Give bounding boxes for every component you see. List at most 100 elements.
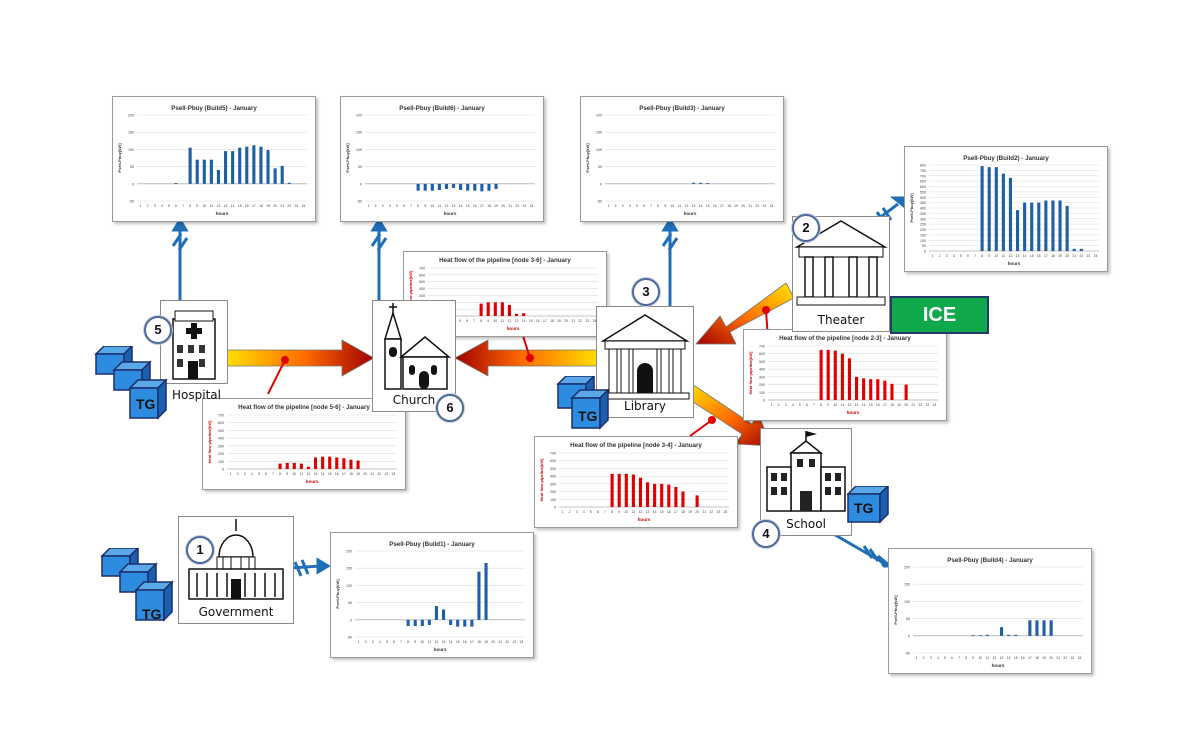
pointer-pipe56 [267, 359, 286, 395]
x-tick-label: 13 [692, 204, 696, 208]
x-tick-label: 10 [430, 204, 434, 208]
x-tick-label: 4 [251, 472, 253, 476]
pointer-dot-pipe56 [281, 356, 289, 364]
x-tick-label: 16 [876, 403, 880, 407]
x-tick-label: 15 [706, 204, 710, 208]
x-tick-label: 4 [379, 640, 381, 644]
y-tick-label: 400 [759, 368, 765, 372]
x-tick-label: 9 [827, 403, 829, 407]
bar [1044, 200, 1048, 251]
bar [1035, 620, 1039, 636]
x-tick-label: 13 [1016, 254, 1020, 258]
church-icon [383, 303, 452, 390]
building-hospital[interactable] [160, 300, 228, 384]
x-tick-label: 2 [365, 640, 367, 644]
x-tick-label: 5 [459, 319, 461, 323]
y-tick-label: 600 [218, 421, 224, 425]
x-tick-label: 16 [463, 640, 467, 644]
x-tick-label: 16 [667, 510, 671, 514]
x-tick-label: 2 [778, 403, 780, 407]
x-tick-label: 23 [925, 403, 929, 407]
x-tick-label: 21 [508, 204, 512, 208]
x-axis-label: hours [444, 211, 457, 216]
y-tick-label: 150 [356, 131, 362, 135]
x-tick-label: 12 [217, 204, 221, 208]
y-tick-label: 400 [920, 207, 926, 211]
bar [477, 571, 481, 620]
x-tick-label: 18 [477, 640, 481, 644]
x-tick-label: 21 [911, 403, 915, 407]
x-tick-label: 22 [377, 472, 381, 476]
bar [486, 302, 490, 316]
x-tick-label: 15 [1014, 656, 1018, 660]
x-tick-label: 16 [473, 204, 477, 208]
x-tick-label: 20 [695, 510, 699, 514]
chart-title: Psell-Pbuy (Build2) - January [963, 155, 1049, 162]
x-tick-label: 16 [713, 204, 717, 208]
y-tick-label: 100 [346, 584, 352, 588]
bar [252, 145, 256, 184]
x-tick-label: 6 [175, 204, 177, 208]
pipe-hospital-church [221, 339, 375, 377]
x-tick-label: 1 [932, 254, 934, 258]
y-tick-label: -50 [905, 652, 910, 656]
x-tick-label: 20 [741, 204, 745, 208]
x-tick-label: 4 [161, 204, 163, 208]
government-icon [188, 519, 284, 600]
bar [994, 167, 998, 251]
x-tick-label: 20 [273, 204, 277, 208]
x-tick-label: 15 [1030, 254, 1034, 258]
arrow-school-build4 [829, 530, 883, 564]
x-tick-label: 2 [375, 204, 377, 208]
y-tick-label: 500 [550, 467, 556, 471]
tg-stack-government [100, 548, 174, 622]
bar [406, 619, 410, 626]
bar [420, 619, 424, 626]
x-tick-label: 24 [1094, 254, 1098, 258]
y-tick-label: 500 [920, 196, 926, 200]
y-tick-label: 450 [920, 201, 926, 205]
x-tick-label: 24 [392, 472, 396, 476]
x-tick-label: 11 [632, 510, 636, 514]
node-number-6: 6 [436, 394, 464, 422]
x-tick-label: 17 [543, 319, 547, 323]
building-school[interactable]: School [760, 428, 852, 536]
building-library[interactable]: Library [596, 306, 694, 418]
y-tick-label: 100 [128, 148, 134, 152]
x-tick-label: 12 [435, 640, 439, 644]
theater-label: Theater [817, 313, 865, 327]
x-tick-label: 7 [604, 510, 606, 514]
x-tick-label: 15 [456, 640, 460, 644]
y-tick-label: 0 [132, 182, 134, 186]
x-tick-label: 9 [618, 510, 620, 514]
y-tick-label: 400 [550, 475, 556, 479]
x-tick-label: 17 [1044, 254, 1048, 258]
x-tick-label: 23 [716, 510, 720, 514]
bar [480, 183, 484, 192]
bar [883, 380, 887, 400]
bar [890, 383, 894, 400]
node-number-2: 2 [792, 214, 820, 242]
bar [826, 349, 830, 400]
bar [494, 183, 498, 189]
x-tick-label: 24 [520, 640, 524, 644]
x-tick-label: 14 [459, 204, 463, 208]
bar [1007, 634, 1011, 636]
chart-svg: Psell-Pbuy (Build5) - January20015010050… [117, 105, 307, 216]
pointer-dot-pipe36 [526, 354, 534, 362]
bar [1042, 620, 1046, 636]
building-government[interactable]: Government [178, 516, 294, 624]
school-label: School [786, 517, 826, 531]
x-tick-label: 5 [590, 510, 592, 514]
x-axis-label: hours [1008, 261, 1021, 266]
y-tick-label: 600 [550, 459, 556, 463]
x-tick-label: 20 [564, 319, 568, 323]
bar [1030, 202, 1034, 251]
tg-unit-school [846, 486, 890, 524]
building-church[interactable]: Church [372, 300, 456, 412]
bar [466, 183, 470, 191]
bar [456, 619, 460, 627]
